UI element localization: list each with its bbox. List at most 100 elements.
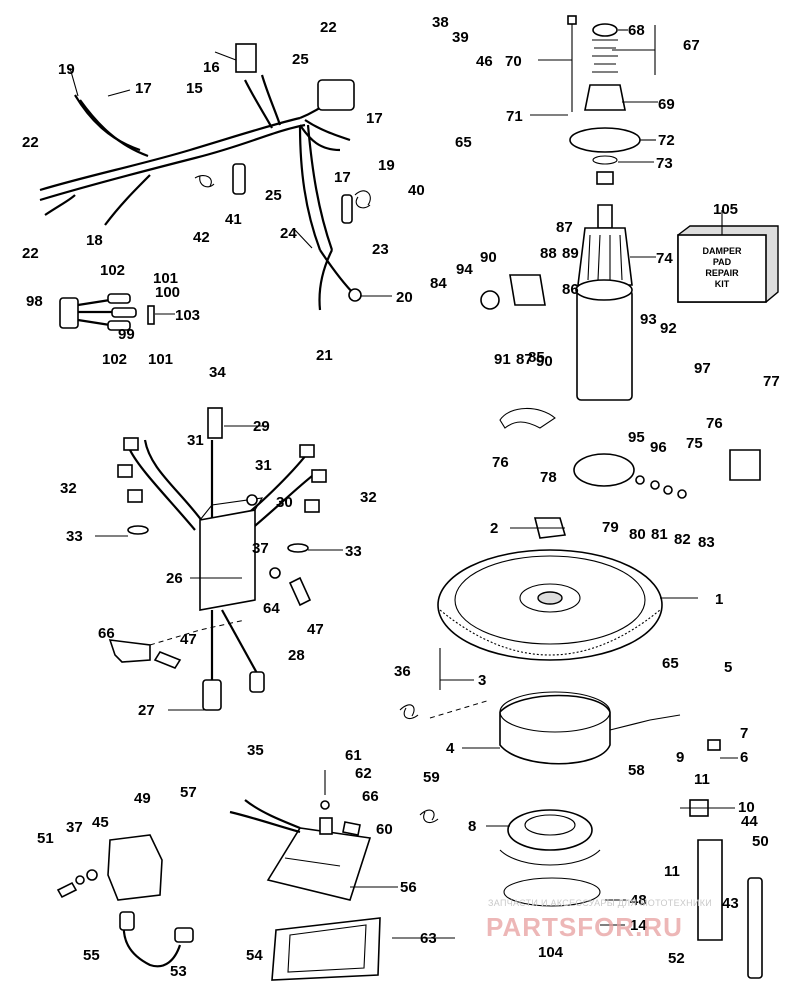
kit-text-3: REPAIR — [705, 268, 739, 278]
callout-1: 1 — [715, 591, 723, 608]
flywheel-stator — [399, 517, 763, 979]
starter-motor — [480, 15, 761, 499]
callout-55: 55 — [83, 947, 100, 964]
stator-4 — [499, 694, 611, 765]
callout-94: 94 — [456, 261, 473, 278]
ring-terminal — [348, 288, 362, 302]
callout-25a: 25 — [292, 51, 309, 68]
damper-kit-box: DAMPER PAD REPAIR KIT — [677, 225, 779, 303]
callout-95: 95 — [628, 429, 645, 446]
callout-99: 99 — [118, 326, 135, 343]
washer-80 — [650, 480, 660, 490]
harness-clip-42 — [194, 175, 215, 188]
terminal-32b — [127, 489, 143, 503]
callout-103: 103 — [175, 307, 200, 324]
screw-51 — [56, 881, 78, 899]
starter-housing — [576, 289, 633, 401]
boot-27 — [202, 679, 222, 711]
callout-49: 49 — [134, 790, 151, 807]
callout-47b: 47 — [307, 621, 324, 638]
callout-33a: 33 — [66, 528, 83, 545]
spark-plug-boot-55 — [119, 911, 135, 931]
callout-30: 30 — [276, 494, 293, 511]
callout-10: 10 — [738, 799, 755, 816]
callout-4: 4 — [446, 740, 455, 757]
drive-spring — [592, 39, 618, 73]
rectifier-56 — [266, 827, 372, 901]
callout-79: 79 — [602, 519, 619, 536]
strip-50 — [747, 877, 763, 979]
washer-64 — [269, 567, 281, 579]
callout-96: 96 — [650, 439, 667, 456]
callout-11a: 11 — [694, 771, 710, 788]
callout-22b: 22 — [22, 134, 39, 151]
tach-connector-group — [59, 293, 155, 331]
harness-clip-40 — [354, 190, 371, 209]
callout-97: 97 — [694, 360, 711, 377]
watermark-logo-text: PARTSFOR.RU — [486, 912, 683, 942]
callout-16: 16 — [203, 59, 220, 76]
brush-holder-94 — [509, 274, 546, 306]
callout-7: 7 — [740, 725, 748, 742]
callout-11b: 11 — [664, 863, 680, 880]
callout-46: 46 — [476, 53, 493, 70]
callout-69: 69 — [658, 96, 675, 113]
callout-6: 6 — [740, 749, 748, 766]
washer-45 — [86, 869, 98, 881]
callout-81: 81 — [651, 526, 668, 543]
clip-33a — [127, 525, 149, 535]
callout-98: 98 — [26, 293, 43, 310]
terminal-31a — [123, 437, 139, 451]
drive-gear-69 — [584, 84, 626, 111]
callout-71: 71 — [506, 108, 523, 125]
cap-84 — [480, 290, 500, 310]
flywheel-1 — [437, 549, 663, 661]
callout-86: 86 — [562, 281, 579, 298]
harness-main-connector — [317, 79, 355, 111]
callout-2: 2 — [490, 520, 498, 537]
washer-73 — [592, 155, 618, 165]
washer-82 — [677, 489, 687, 499]
callout-23: 23 — [372, 241, 389, 258]
callout-54: 54 — [246, 947, 263, 964]
armature-74 — [577, 227, 633, 286]
retainer-104 — [503, 877, 601, 907]
washer-37 — [75, 875, 85, 885]
ignition-coil-rectifier — [56, 770, 439, 981]
kit-text-1: DAMPER — [702, 246, 742, 256]
callout-102b: 102 — [102, 351, 127, 368]
screw-47a — [288, 576, 312, 607]
callout-63: 63 — [420, 930, 437, 947]
callout-3: 3 — [478, 672, 486, 689]
callout-36: 36 — [394, 663, 411, 680]
watermark-small-text: ЗАПЧАСТИ И АКСЕССУАРЫ ДЛЯ МОТОТЕХНИКИ — [488, 898, 712, 908]
callout-65b: 65 — [662, 655, 679, 672]
callout-92: 92 — [660, 320, 677, 337]
boot-28 — [249, 671, 265, 693]
callout-8: 8 — [468, 818, 476, 835]
spark-plug-boot-54 — [174, 927, 194, 943]
harness-connector-plug — [235, 43, 257, 73]
callout-76a: 76 — [706, 415, 723, 432]
callout-87b: 87 — [516, 351, 533, 368]
callout-70: 70 — [505, 53, 522, 70]
callout-17c: 17 — [334, 169, 351, 186]
screw-60 — [342, 821, 361, 836]
callout-27: 27 — [138, 702, 155, 719]
callout-101a: 101 — [153, 270, 178, 287]
callout-50: 50 — [752, 833, 769, 850]
callout-29: 29 — [253, 418, 270, 435]
washer-81 — [663, 485, 673, 495]
callout-42: 42 — [193, 229, 210, 246]
callout-34: 34 — [209, 364, 226, 381]
callout-82: 82 — [674, 531, 691, 548]
end-cap-72 — [569, 127, 641, 153]
callout-15: 15 — [186, 80, 203, 97]
callout-73: 73 — [656, 155, 673, 172]
callout-72: 72 — [658, 132, 675, 149]
callout-17b: 17 — [366, 110, 383, 127]
callout-66b: 66 — [362, 788, 379, 805]
terminal-32a — [117, 464, 133, 478]
callout-14: 14 — [630, 917, 647, 934]
